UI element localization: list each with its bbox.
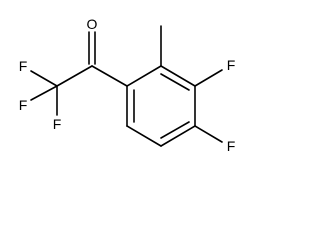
ring-f4-bond: [194, 125, 223, 143]
carbonyl-to-ring-bond: [91, 65, 128, 87]
structural-formula: O F F F F F: [19, 16, 236, 154]
ring-bond-c1-c2: [126, 65, 162, 87]
ring-f3-bond: [194, 69, 223, 87]
cf3-bond-top-f: [30, 70, 58, 87]
cf3-fluorine-top-label: F: [19, 58, 28, 74]
ring-fluorine-3-label: F: [227, 57, 236, 73]
ring-fluorine-4-label: F: [227, 138, 236, 154]
ring-bond-c2-c3-inner: [160, 73, 190, 91]
ring-bond-c4-c5: [160, 125, 196, 147]
ring-bond-c2-c3: [160, 65, 196, 87]
ring-bond-c4-c5-inner: [160, 121, 190, 139]
cf3-bond-left-f: [30, 85, 58, 101]
carbonyl-to-cf3-bond: [56, 65, 93, 87]
ring-bond-c5-c6: [126, 125, 162, 147]
cf3-fluorine-left-label: F: [19, 97, 28, 113]
oxygen-label: O: [87, 16, 98, 32]
cf3-fluorine-bottom-label: F: [53, 116, 62, 132]
